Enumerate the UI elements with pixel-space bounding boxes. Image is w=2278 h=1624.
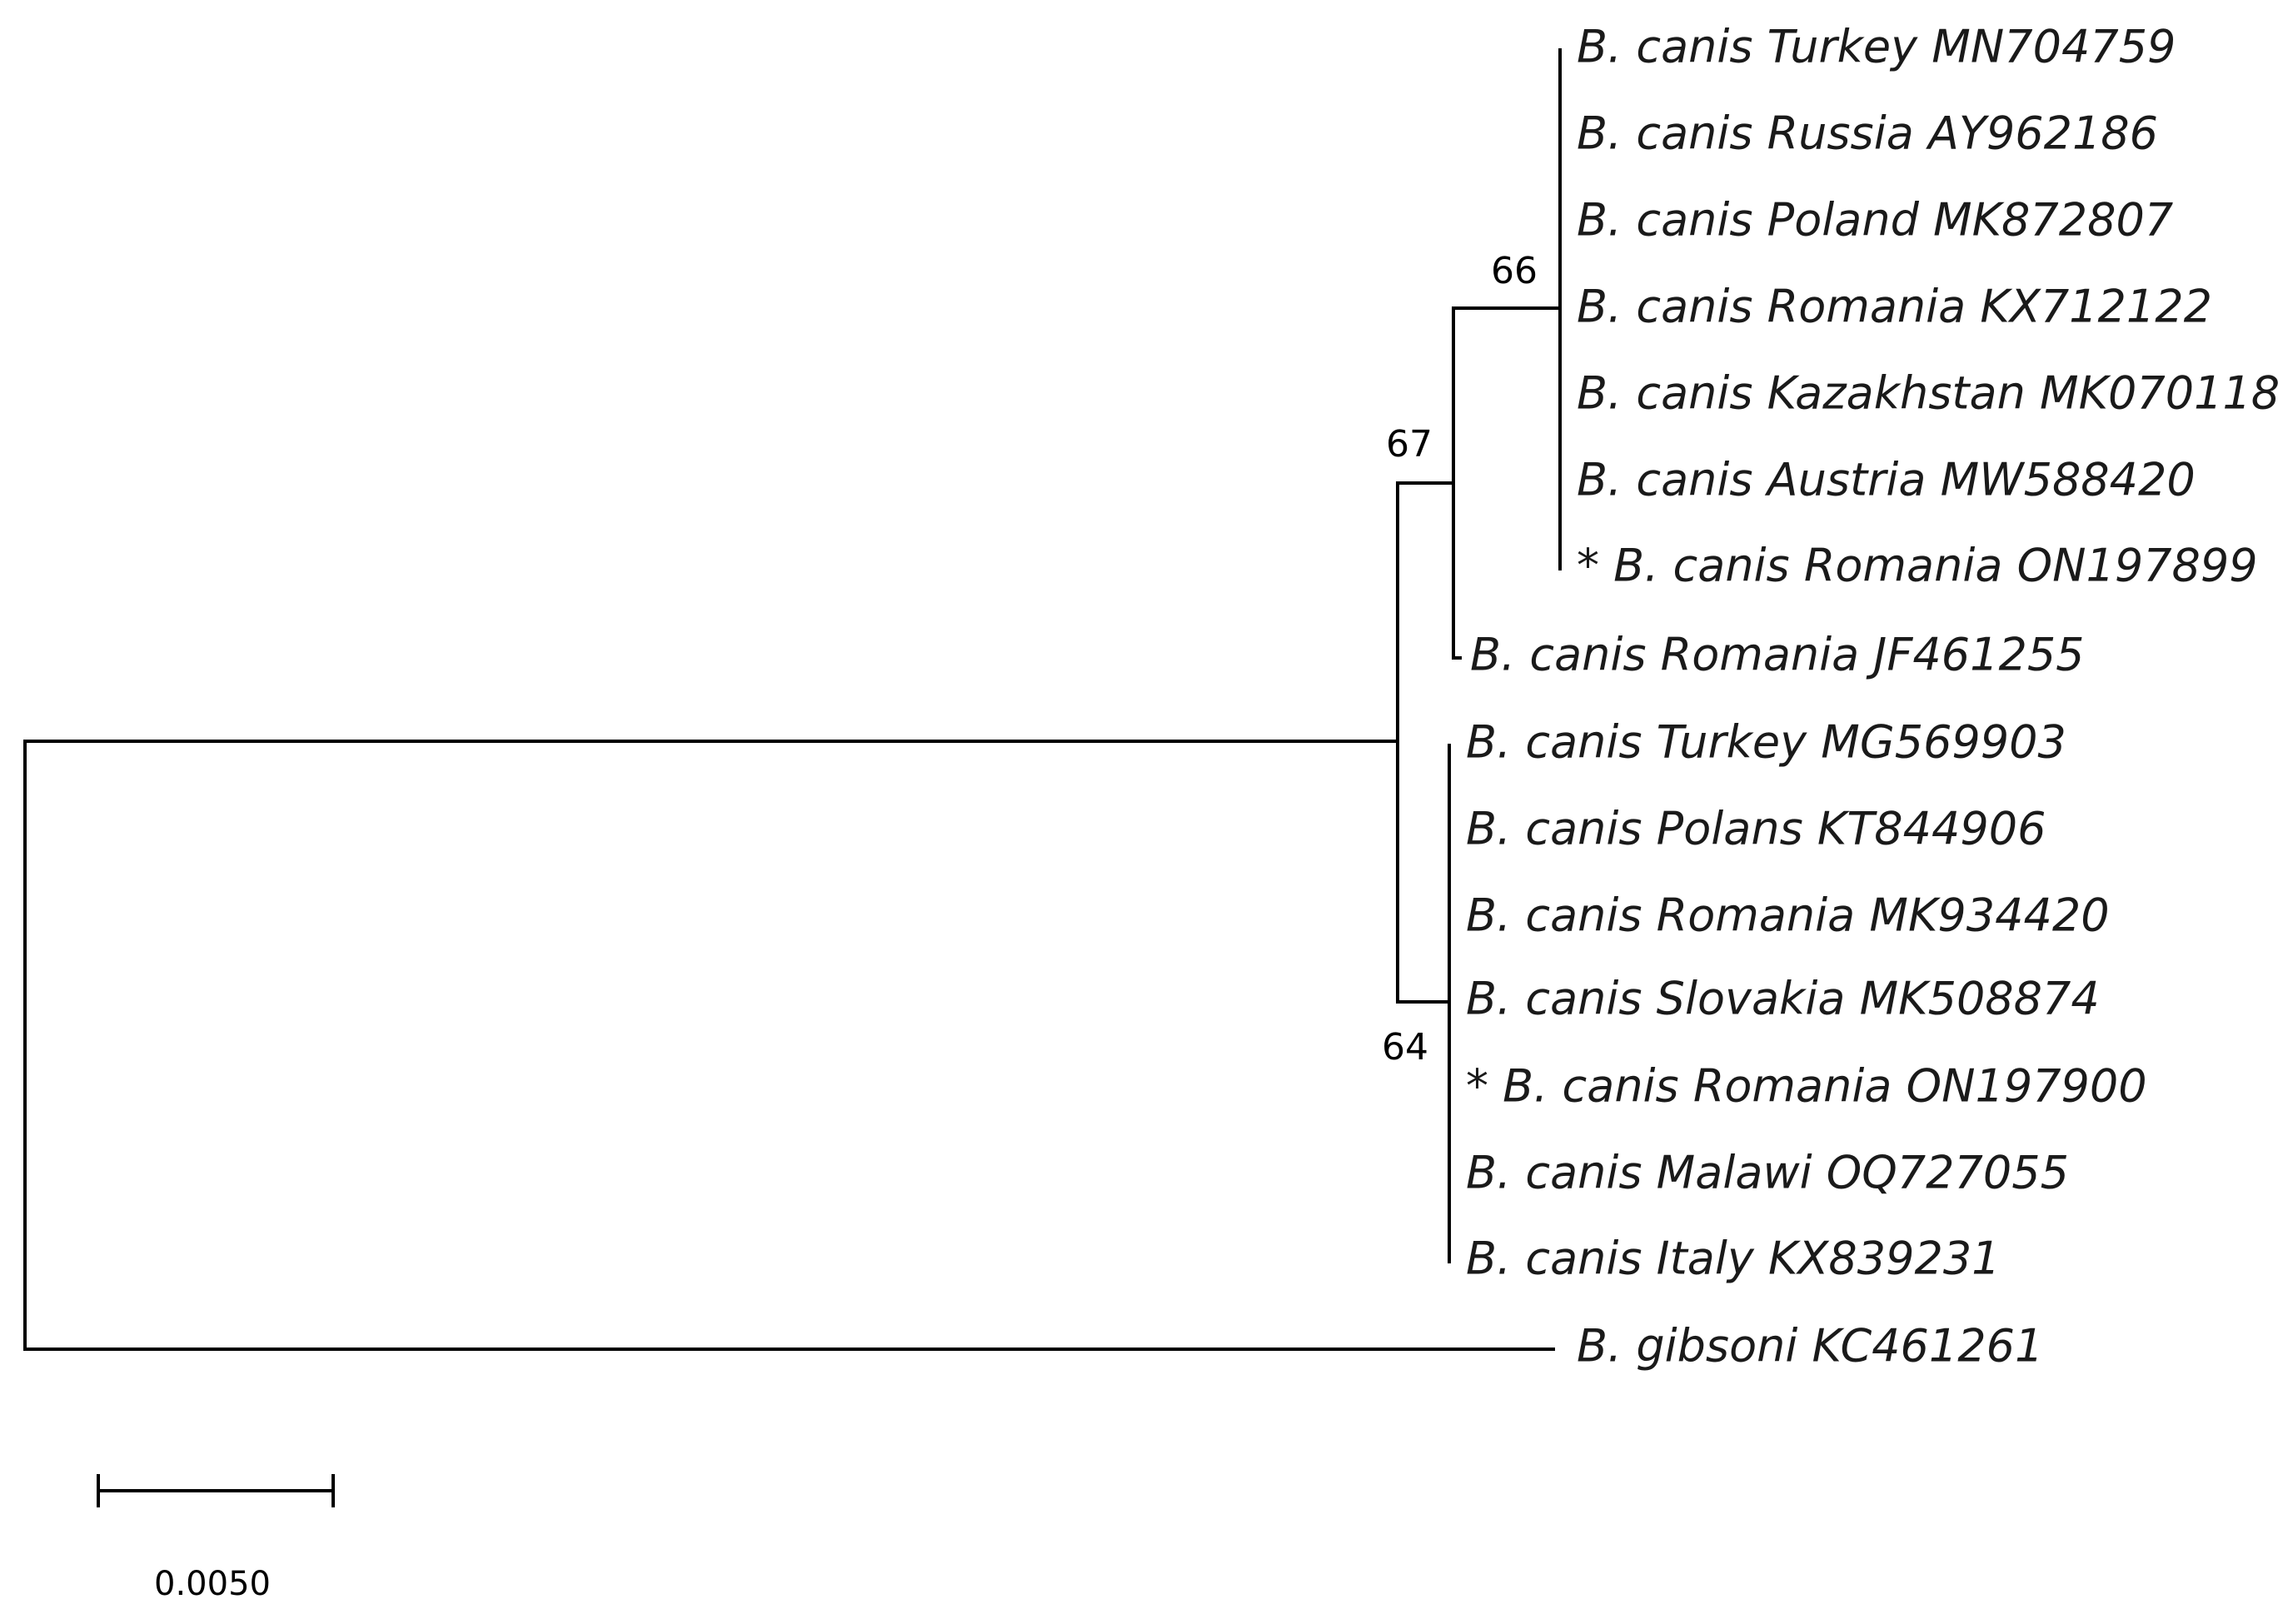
bootstrap-label-67: 67 [1386, 423, 1433, 466]
taxon-label: B. canis Romania KX712122 [1577, 281, 2212, 333]
taxon-label: B. canis Russia AY962186 [1577, 107, 2158, 160]
scale-bar: 0.0050 [97, 1474, 335, 1603]
bootstrap-label-66: 66 [1491, 250, 1538, 292]
taxon-label: * B. canis Romania ON197899 [1577, 540, 2258, 592]
taxon-label: B. canis Polans KT844906 [1466, 803, 2046, 855]
taxon-label: * B. canis Romania ON197900 [1466, 1060, 2147, 1113]
taxon-label: B. canis Romania JF461255 [1470, 629, 2085, 681]
taxon-label: B. canis Italy KX839231 [1466, 1233, 2001, 1285]
taxon-label: B. canis Turkey MG569903 [1466, 716, 2066, 769]
bootstrap-label-64: 64 [1382, 1026, 1428, 1069]
taxon-label: B. canis Romania MK934420 [1466, 889, 2110, 942]
taxon-label: B. canis Kazakhstan MK070118 [1577, 367, 2278, 420]
taxon-label: B. canis Poland MK872807 [1577, 194, 2173, 247]
taxon-label-outgroup: B. gibsoni KC461261 [1577, 1320, 2043, 1372]
taxon-label: B. canis Slovakia MK508874 [1466, 973, 2100, 1025]
taxon-label: B. canis Turkey MN704759 [1577, 21, 2176, 73]
taxon-label: B. canis Austria MW588420 [1577, 454, 2196, 506]
scale-bar-label: 0.0050 [154, 1565, 271, 1603]
taxon-label: B. canis Malawi OQ727055 [1466, 1147, 2069, 1199]
